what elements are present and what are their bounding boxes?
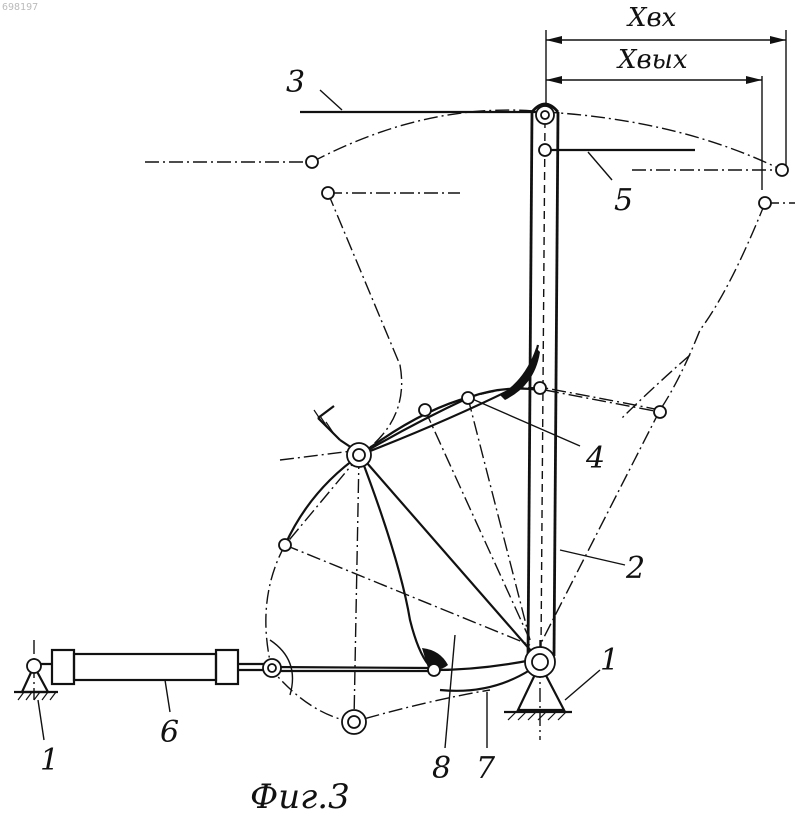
label-4: 4 [585, 441, 605, 476]
lever-2 [528, 104, 558, 656]
label-5: 5 [614, 183, 633, 218]
link-7 [440, 670, 530, 748]
leader-2 [560, 550, 625, 565]
label-2: 2 [625, 551, 645, 586]
label-8: 8 [432, 751, 451, 786]
label-1-left: 1 [40, 743, 59, 778]
label-3: 3 [286, 65, 305, 100]
link-8 [360, 455, 532, 748]
dimension-x-in-label: Xвх [626, 3, 677, 33]
construction-lines [145, 110, 795, 722]
joints [27, 106, 788, 734]
corner-mark: 698197 [2, 2, 38, 13]
figure-caption: Фиг.3 [250, 777, 350, 817]
cylinder-6 [30, 640, 432, 712]
dimension-lines: Xвх Xвых [546, 3, 786, 190]
arc-upper [285, 397, 470, 545]
link-leaders [300, 90, 695, 180]
dimension-x-out-label: Xвых [616, 45, 688, 75]
label-7: 7 [476, 751, 496, 786]
label-1-right: 1 [600, 643, 619, 678]
label-6: 6 [160, 715, 179, 750]
